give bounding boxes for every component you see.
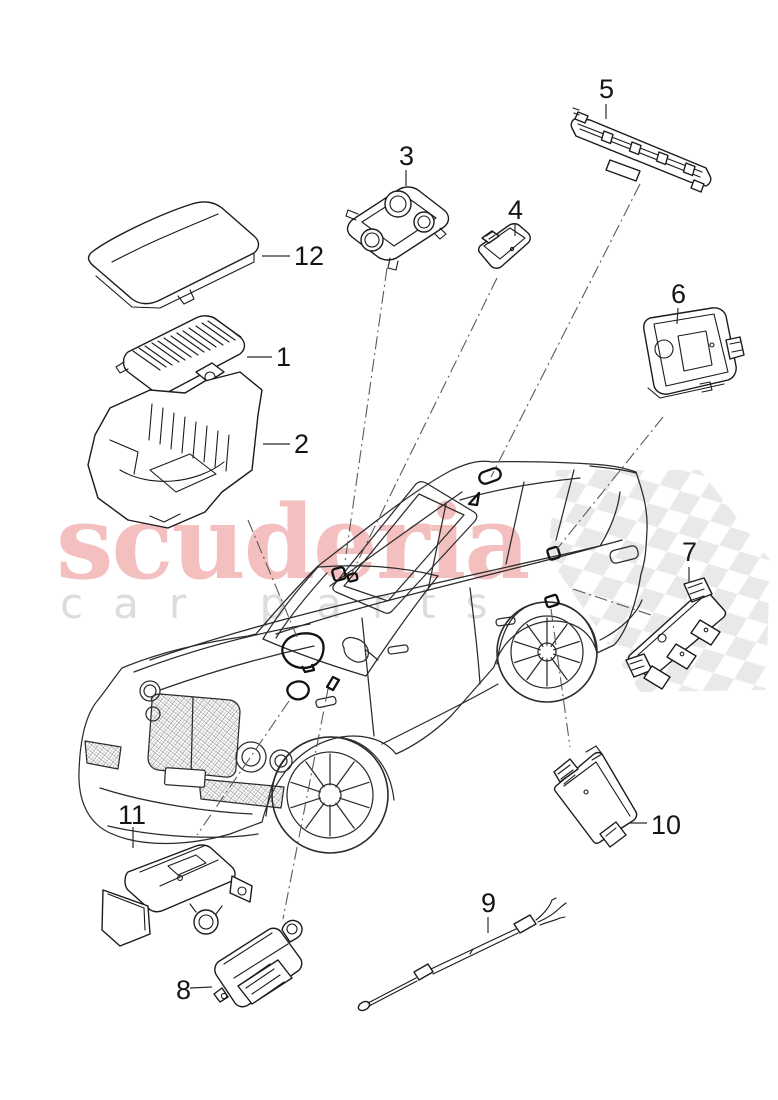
- leader-line-6: [556, 416, 664, 550]
- callout-label-7: 7: [682, 537, 697, 567]
- vehicle-illustration: [78, 460, 648, 854]
- callout-label-8: 8: [176, 975, 191, 1005]
- part-6-control-module-illustration: [643, 307, 745, 399]
- mount-location-markers: [281, 467, 562, 701]
- part-11-control-module-illustration: [101, 844, 253, 947]
- part-12-cover-illustration: [87, 201, 260, 309]
- callout-label-9: 9: [481, 888, 496, 918]
- part-5-rail-module-illustration: [570, 107, 712, 193]
- leader-lines: [196, 183, 664, 920]
- callout-label-1: 1: [276, 342, 291, 372]
- leader-line-10: [550, 608, 571, 748]
- callout-label-6: 6: [671, 279, 686, 309]
- part-7-module-illustration: [625, 577, 727, 690]
- callout-label-11: 11: [118, 800, 146, 830]
- front-wheel: [265, 736, 395, 854]
- callout-labels: 12 1 2 3 4 5 6 7 10 11 8 9: [118, 74, 697, 1005]
- leader-line-4: [351, 277, 498, 574]
- callout-label-12: 12: [294, 241, 324, 271]
- part-10-module-illustration: [553, 745, 638, 848]
- callout-label-5: 5: [599, 74, 614, 104]
- leader-line-11: [196, 700, 290, 836]
- part-3-control-unit-illustration: [345, 186, 450, 271]
- callout-label-4: 4: [508, 195, 523, 225]
- callout-label-10: 10: [651, 810, 681, 840]
- rear-wheel: [496, 601, 598, 703]
- leader-line-3: [344, 267, 388, 563]
- leader-line-2: [247, 519, 298, 638]
- part-1-control-module-illustration: [115, 315, 246, 394]
- callout-label-3: 3: [399, 141, 414, 171]
- callout-lines: [132, 104, 690, 989]
- part-2-foam-holder-illustration: [87, 371, 263, 529]
- part-9-antenna-cable-illustration: [357, 897, 567, 1012]
- watermark-subtitle: car parts: [60, 579, 517, 628]
- leader-line-8: [282, 688, 329, 920]
- leader-line-5: [490, 183, 641, 478]
- part-4-small-module-illustration: [477, 223, 531, 269]
- leader-line-7: [572, 588, 652, 616]
- part-8-control-module-illustration: [213, 919, 303, 1008]
- callout-label-2: 2: [294, 429, 309, 459]
